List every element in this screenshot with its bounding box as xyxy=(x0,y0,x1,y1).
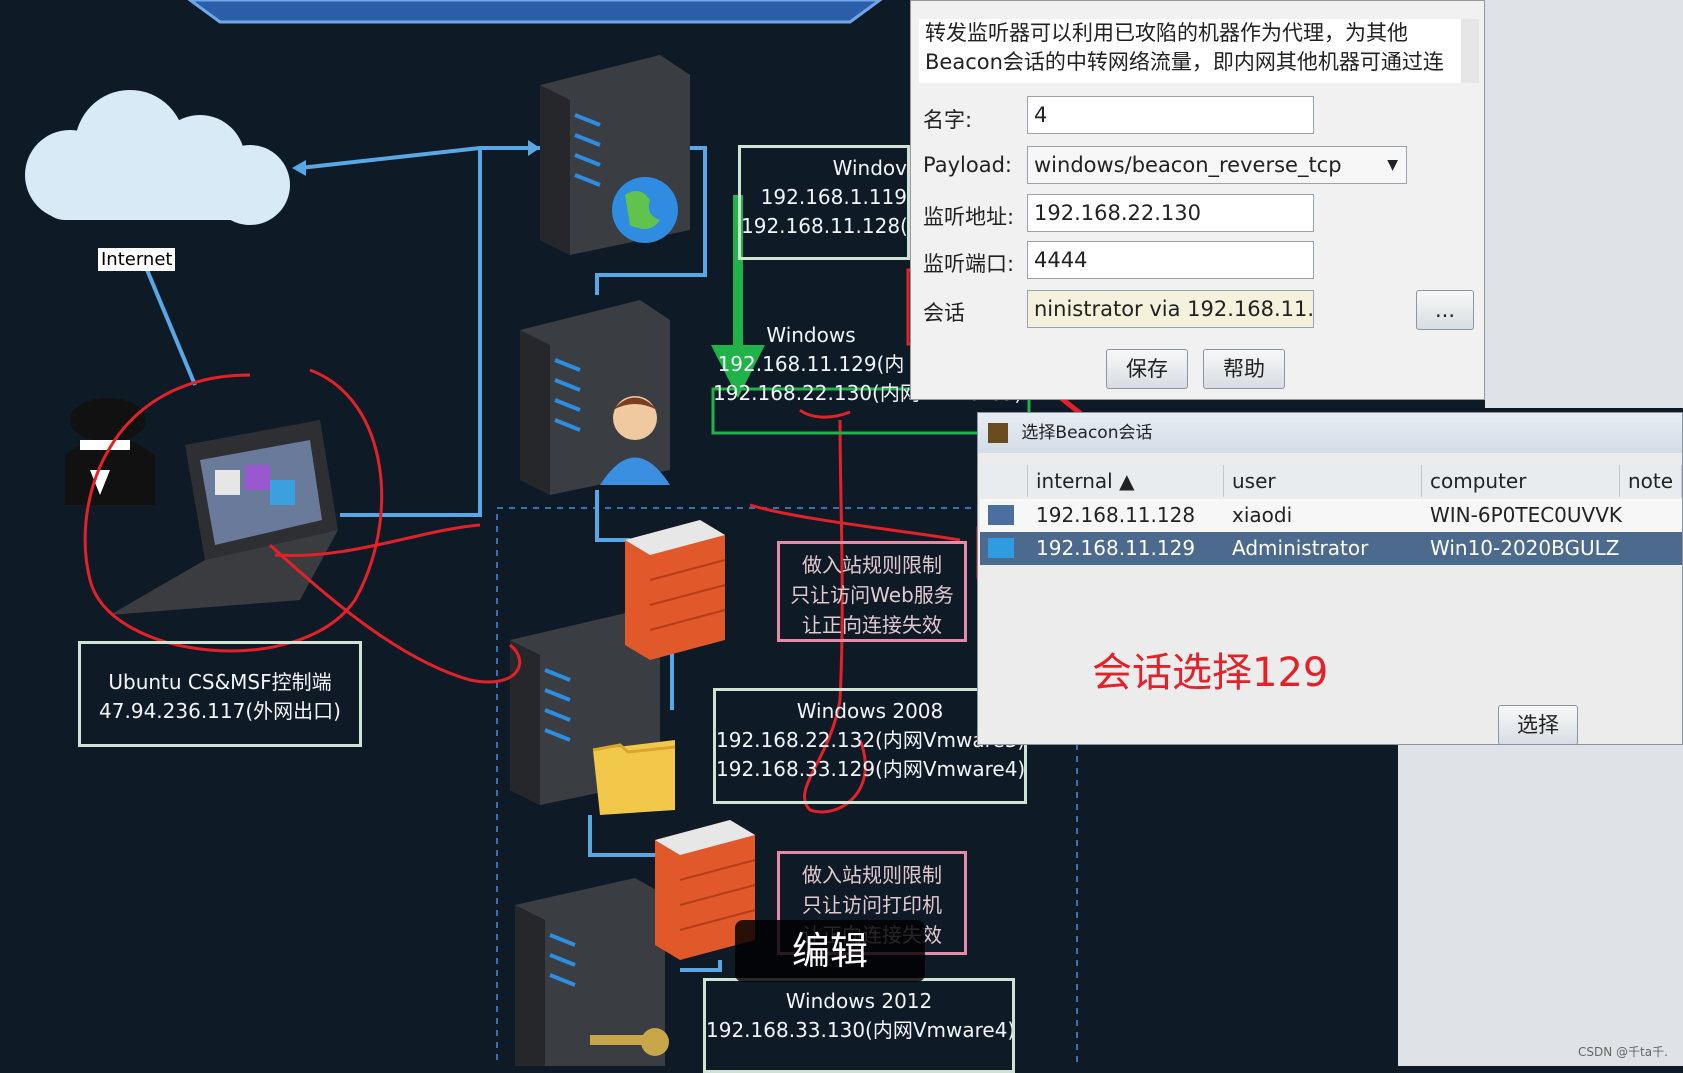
row-1-user: xiaodi xyxy=(1224,499,1292,532)
firewall-icon-1 xyxy=(625,520,725,660)
node-box-1: Windov 192.168.1.119 192.168.11.128(内 xyxy=(738,145,910,260)
app-icon xyxy=(988,423,1008,443)
session-field[interactable]: ninistrator via 192.168.11.129@6664 xyxy=(1027,290,1314,328)
controller-line-1: Ubuntu CS&MSF控制端 xyxy=(81,668,359,697)
node-3-line-3: 192.168.33.129(内网Vmware4) xyxy=(716,755,1024,784)
rule-box-1: 做入站规则限制 只让访问Web服务 让正向连接失效 xyxy=(777,541,967,642)
rule-1-line-2: 只让访问Web服务 xyxy=(780,580,964,610)
header-icon-col xyxy=(980,465,1028,497)
slide-title-ribbon xyxy=(190,0,880,22)
header-user[interactable]: user xyxy=(1224,465,1422,497)
row-2-user: Administrator xyxy=(1224,532,1368,565)
rule-1-line-3: 让正向连接失效 xyxy=(780,610,964,640)
background-window-lower xyxy=(1398,745,1683,1066)
session-dialog-titlebar: 选择Beacon会话 xyxy=(978,413,1682,453)
controller-box: Ubuntu CS&MSF控制端 47.94.236.117(外网出口) xyxy=(78,641,362,747)
row-2-computer: Win10-2020BGULZ xyxy=(1422,532,1619,565)
hacker-icon xyxy=(65,398,155,505)
description-scrollbar[interactable] xyxy=(1461,19,1479,83)
row-1-internal: 192.168.11.128 xyxy=(1028,499,1195,532)
node-2-line-1: Windows xyxy=(713,321,909,350)
listener-description: 转发监听器可以利用已攻陷的机器作为代理，为其他 Beacon会话的中转网络流量，… xyxy=(919,19,1471,83)
session-dialog-title: 选择Beacon会话 xyxy=(1021,423,1152,443)
rule-2-line-1: 做入站规则限制 xyxy=(780,860,964,890)
folder-icon xyxy=(593,740,675,815)
select-session-dialog: 选择Beacon会话 internal ▲ user computer note… xyxy=(977,412,1683,745)
node-box-4: Windows 2012 192.168.33.130(内网Vmware4) xyxy=(703,978,1015,1073)
save-button[interactable]: 保存 xyxy=(1106,349,1188,389)
globe-icon xyxy=(612,177,678,243)
chevron-down-icon[interactable]: ▼ xyxy=(1387,147,1398,183)
edit-overlay[interactable]: 编辑 xyxy=(735,920,925,982)
annotation-text: 会话选择129 xyxy=(1092,640,1328,698)
payload-value: windows/beacon_reverse_tcp xyxy=(1034,153,1342,177)
node-4-line-2: 192.168.33.130(内网Vmware4) xyxy=(706,1016,1012,1045)
header-computer[interactable]: computer xyxy=(1422,465,1620,497)
listen-port-field[interactable]: 4444 xyxy=(1027,241,1314,279)
select-button[interactable]: 选择 xyxy=(1498,705,1578,745)
table-row-selected[interactable]: 192.168.11.129 Administrator Win10-2020B… xyxy=(980,532,1682,565)
listen-address-field[interactable]: 192.168.22.130 xyxy=(1027,194,1314,232)
node-box-2: Windows 192.168.11.129(内 192.168.22.130(… xyxy=(713,315,909,431)
row-2-internal: 192.168.11.129 xyxy=(1028,532,1195,565)
node-1-line-1: Windov xyxy=(741,154,907,183)
browse-session-button[interactable]: ... xyxy=(1416,290,1474,330)
node-4-line-1: Windows 2012 xyxy=(706,987,1012,1016)
rule-1-line-1: 做入站规则限制 xyxy=(780,550,964,580)
node-1-line-2: 192.168.1.119 xyxy=(741,183,907,212)
table-row[interactable]: 192.168.11.128 xiaodi WIN-6P0TEC0UVVK xyxy=(980,499,1682,532)
payload-label: Payload: xyxy=(923,153,1012,177)
rule-2-line-2: 只让访问打印机 xyxy=(780,890,964,920)
session-label: 会话 xyxy=(923,297,965,327)
node-2-line-3: 192.168.22.130(内网Vmware3) xyxy=(713,379,909,408)
help-button[interactable]: 帮助 xyxy=(1203,349,1285,389)
cloud-icon xyxy=(25,90,290,225)
name-field[interactable]: 4 xyxy=(1027,96,1314,134)
controller-line-2: 47.94.236.117(外网出口) xyxy=(81,697,359,726)
row-1-computer: WIN-6P0TEC0UVVK xyxy=(1422,499,1622,532)
header-internal[interactable]: internal ▲ xyxy=(1028,465,1224,497)
description-line-2: Beacon会话的中转网络流量，即内网其他机器可通过连 xyxy=(925,48,1471,77)
listen-address-label: 监听地址: xyxy=(923,201,1014,231)
listen-port-label: 监听端口: xyxy=(923,248,1014,278)
background-window-edge xyxy=(1485,0,1683,408)
payload-select[interactable]: windows/beacon_reverse_tcp ▼ xyxy=(1027,146,1407,184)
node-2-line-2: 192.168.11.129(内 xyxy=(713,350,909,379)
node-1-line-3: 192.168.11.128(内 xyxy=(741,212,907,241)
name-label: 名字: xyxy=(923,104,972,134)
description-line-1: 转发监听器可以利用已攻陷的机器作为代理，为其他 xyxy=(925,19,1471,48)
watermark: CSDN @千ta千. xyxy=(1578,1043,1668,1060)
internet-label: Internet xyxy=(98,248,175,271)
session-icon xyxy=(988,538,1014,558)
listener-dialog: 转发监听器可以利用已攻陷的机器作为代理，为其他 Beacon会话的中转网络流量，… xyxy=(910,0,1485,400)
session-icon xyxy=(988,505,1014,525)
header-note[interactable]: note xyxy=(1620,465,1682,497)
